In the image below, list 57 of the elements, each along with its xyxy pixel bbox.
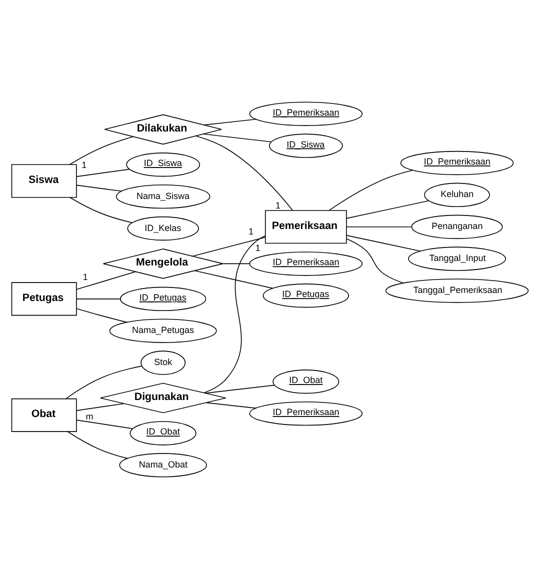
node-ellipse: ID_Kelas: [127, 216, 199, 240]
connector: [346, 226, 412, 227]
connector: [194, 270, 274, 288]
node-ellipse: ID_Petugas: [262, 283, 350, 308]
node-diamond: Digunakan: [100, 382, 226, 413]
connector: [346, 238, 404, 283]
connector: [70, 196, 133, 223]
node-ellipse: ID_Obat: [272, 369, 340, 394]
node-ellipse: Tanggal_Input: [408, 246, 506, 270]
node-ellipse: ID_Siswa: [268, 133, 343, 158]
connector: [205, 384, 275, 394]
node-ellipse: Stok: [140, 350, 186, 374]
connector: [76, 270, 136, 290]
connector: [204, 118, 257, 125]
node-ellipse: ID_Petugas: [120, 286, 206, 311]
connector: [66, 365, 142, 399]
edge-label: 1: [82, 272, 88, 282]
connector: [67, 430, 128, 458]
node-ellipse: Tanggal_Pemeriksaan: [385, 278, 529, 302]
node-ellipse: ID_Pemeriksaan: [249, 251, 363, 276]
node-ellipse: ID_Pemeriksaan: [400, 150, 514, 175]
node-box: Siswa: [11, 164, 77, 198]
node-ellipse: Nama_Siswa: [116, 184, 210, 208]
node-ellipse: Nama_Obat: [119, 452, 207, 477]
connector: [192, 236, 266, 256]
node-ellipse: ID_Pemeriksaan: [249, 101, 363, 126]
node-diamond: Mengelola: [102, 248, 224, 278]
connector: [203, 133, 272, 142]
edge-label: 1: [276, 200, 281, 210]
connector: [196, 135, 294, 210]
edge-label: m: [86, 410, 94, 421]
node-box: Petugas: [11, 282, 77, 316]
connector: [76, 168, 130, 176]
connector: [204, 234, 266, 393]
node-ellipse: ID_Siswa: [126, 152, 200, 176]
connector: [328, 169, 414, 210]
connector: [76, 298, 121, 299]
connector: [76, 184, 122, 192]
connector: [222, 262, 250, 264]
node-ellipse: Keluhan: [424, 182, 490, 207]
connector: [76, 308, 128, 322]
node-ellipse: Nama_Petugas: [109, 318, 217, 342]
connector: [69, 136, 134, 164]
edge-label: 1: [248, 226, 254, 236]
connector: [206, 402, 256, 408]
node-diamond: Dilakukan: [104, 114, 222, 144]
connector: [346, 234, 421, 252]
connector: [76, 402, 124, 410]
edge-label: 1: [255, 242, 260, 253]
node-box: Pemeriksaan: [264, 210, 347, 244]
edge-label: 1: [82, 159, 87, 170]
node-box: Obat: [11, 398, 77, 432]
connector: [346, 200, 430, 218]
node-ellipse: ID_Obat: [130, 420, 196, 445]
node-ellipse: Penanganan: [411, 214, 503, 238]
node-ellipse: ID_Pemeriksaan: [249, 400, 363, 426]
connector: [76, 419, 133, 429]
